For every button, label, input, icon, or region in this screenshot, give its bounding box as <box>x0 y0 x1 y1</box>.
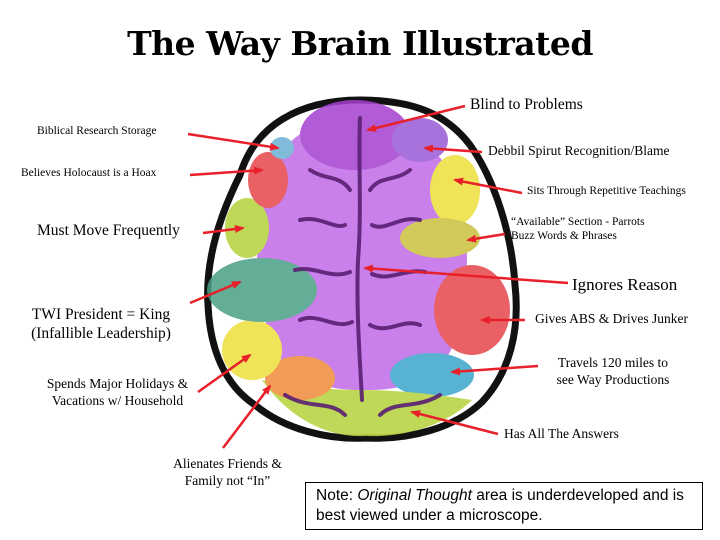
note-prefix: Note: <box>316 487 358 504</box>
brain-regions <box>207 100 510 437</box>
region-blue-top-left <box>270 137 294 159</box>
label-twi-line2: (Infallible Leadership) <box>31 325 171 343</box>
label-biblical-research-storage: Biblical Research Storage <box>37 125 157 137</box>
region-blue-right <box>390 353 474 397</box>
region-orange-bottom <box>265 356 335 400</box>
label-alienates-line2: Family not “In” <box>184 472 271 488</box>
arrows <box>187 104 569 449</box>
region-yellow-left <box>222 320 282 380</box>
arrow-available <box>466 232 506 243</box>
arrow-blind <box>366 104 466 132</box>
label-twi-line1: TWI President = King <box>31 306 171 323</box>
arrow-twi <box>189 280 242 305</box>
region-red-right <box>434 265 510 355</box>
label-travels-line1: Travels 120 miles to <box>557 355 669 370</box>
arrow-holocaust <box>189 166 264 177</box>
region-blind-top <box>300 100 410 170</box>
arrow-biblical <box>187 132 280 151</box>
label-must-move: Must Move Frequently <box>37 222 180 239</box>
label-travels-line2: see Way Productions <box>556 371 670 387</box>
label-available-section: “Available” Section - Parrots Buzz Words… <box>511 215 711 244</box>
label-spends-line1: Spends Major Holidays & <box>46 376 189 391</box>
region-green-left <box>225 198 269 258</box>
arrow-answers <box>410 410 499 436</box>
label-debbil-spirut: Debbil Spirut Recognition/Blame <box>488 143 670 158</box>
region-available <box>400 218 480 258</box>
label-has-all-answers: Has All The Answers <box>504 426 619 441</box>
label-available-line2: Buzz Words & Phrases <box>511 230 617 243</box>
label-twi-president: TWI President = King (Infallible Leaders… <box>16 305 186 344</box>
region-yellow-right <box>430 155 480 225</box>
page-title: The Way Brain Illustrated <box>127 24 593 63</box>
note-box: Note: Original Thought area is underdeve… <box>305 482 703 530</box>
label-blind-to-problems: Blind to Problems <box>470 96 583 113</box>
label-sits-through: Sits Through Repetitive Teachings <box>527 185 686 197</box>
arrow-spends <box>197 353 252 394</box>
brain-sulci <box>283 116 442 417</box>
arrow-debbil <box>423 144 483 154</box>
arrow-alienates <box>222 384 272 449</box>
arrow-travels <box>450 364 539 376</box>
arrow-ignores <box>363 264 569 285</box>
region-purple-top-right <box>392 118 448 162</box>
label-alienates-line1: Alienates Friends & <box>173 456 282 471</box>
region-red-left <box>248 152 288 208</box>
label-alienates: Alienates Friends & Family not “In” <box>150 456 305 490</box>
arrow-sits <box>453 177 523 195</box>
region-teal-left <box>207 258 317 322</box>
note-emphasis: Original Thought <box>357 487 472 504</box>
label-ignores-reason: Ignores Reason <box>572 275 678 294</box>
note-suffix: area is underdeveloped and is best viewe… <box>316 487 684 524</box>
label-spends-line2: Vacations w/ Household <box>51 392 184 408</box>
label-spends-holidays: Spends Major Holidays & Vacations w/ Hou… <box>30 376 205 410</box>
label-gives-abs: Gives ABS & Drives Junker <box>535 311 688 326</box>
label-believes-holocaust: Believes Holocaust is a Hoax <box>21 167 157 179</box>
label-available-line1: “Available” Section - Parrots <box>511 216 645 228</box>
label-travels: Travels 120 miles to see Way Productions <box>538 355 688 389</box>
arrow-must-move <box>202 225 245 235</box>
